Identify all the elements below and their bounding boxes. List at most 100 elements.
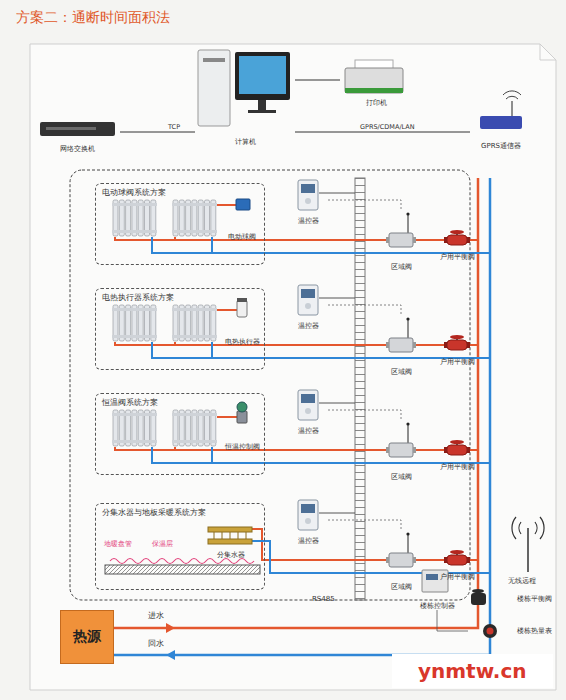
pc-drive [203,58,225,62]
rs485-bus [355,178,365,600]
actuator-cap [237,298,247,302]
manifold-loop [214,532,246,539]
building-controller: 楼栋控制器 [412,566,462,610]
supply-branch [115,447,478,450]
node-label: 电热执行器 [225,338,260,346]
flow-arrow [166,650,175,660]
node-label: 温控器 [298,217,319,225]
thermostatic-valve: 恒温控制阀 [218,407,266,451]
zone-valve: 区域阀 [380,314,422,376]
connector [328,305,401,314]
thermostat-icon [298,285,318,315]
balance-valve-icon [444,440,470,455]
radiator [172,200,217,236]
note-label: RS485 [312,596,335,604]
node-label: 计算机 [235,138,256,146]
connector [422,344,428,346]
node-label: 区域阀 [391,263,412,271]
floor-slab [105,565,260,574]
node-label: 电动球阀 [228,233,256,241]
radiator [172,305,217,341]
thermostat-icon [298,390,318,420]
radiator [112,305,157,341]
node-label: 户用平衡阀 [440,573,475,581]
connector [422,449,428,451]
floor-loop [112,390,490,463]
scheme-box: 恒温阀系统方案恒温控制阀 [95,393,265,475]
connector [422,559,428,561]
heat-source: 热源 [60,610,114,664]
building-boundary [70,170,470,600]
connector [328,200,401,209]
thermostat: 温控器 [288,385,328,435]
node-label: 户用平衡阀 [440,253,475,261]
switch-ports [46,127,96,130]
node-label: 户用平衡阀 [440,463,475,471]
router-icon [480,116,522,129]
computer: 计算机 [195,46,295,146]
supply-branch [217,309,237,311]
node-label: 分集水器 [217,551,245,559]
sheet-frame [30,44,556,690]
node-label: 温控器 [298,427,319,435]
meter-dial [487,628,494,635]
note-label: 进水 [148,612,164,621]
node-label: 恒温控制阀 [225,443,260,451]
electric-actuator-icon [237,300,247,317]
bus-wire [319,298,355,299]
signal-arc [503,91,521,99]
balance-valve: 户用平衡阀 [428,429,486,471]
zone-valve-icon [386,317,416,352]
printer-stripe [345,88,403,93]
thermostat-icon [298,500,318,530]
manifold-bar [208,539,252,544]
monitor-screen [239,56,286,94]
node-label: 楼栋平衡阀 [517,594,552,604]
radiator [112,200,157,236]
heat-meter-icon [483,624,497,638]
scheme-box: 电热执行器系统方案电热执行器 [95,288,265,370]
network-switch: 网络交换机 [35,115,120,153]
note-label: 地暖盘管 [104,541,132,548]
manifold-bar [208,527,252,532]
connector [328,410,401,419]
connector [295,80,340,81]
watermark: ynmtw.cn [392,654,553,688]
node-label: GPRS通信器 [481,142,521,150]
gprs-router: GPRS通信器 [470,95,532,150]
connector [295,132,470,133]
node-label: 区域阀 [391,583,412,591]
balance-valve: 户用平衡阀 [428,219,486,261]
supply-branch [217,416,237,418]
return-pipe [114,178,490,655]
supply-branch [217,204,236,206]
node-label: 楼栋热量表 [517,626,552,636]
return-branch [252,541,490,573]
balance-valve-icon [444,335,470,350]
node-label: 户用平衡阀 [440,358,475,366]
valve-wheel [472,589,484,593]
zone-valve-icon [386,422,416,457]
zone-valve-icon [386,212,416,247]
zone-valve: 区域阀 [380,419,422,481]
node-label: 打印机 [366,99,387,107]
balance-valve-icon [444,230,470,245]
controller-screen [426,574,438,580]
node-label: 恒温阀系统方案 [102,398,158,408]
note-label: 保温层 [152,541,173,548]
node-label: 网络交换机 [60,145,95,153]
scheme-box: 电动球阀系统方案电动球阀 [95,183,265,265]
monitor [235,52,290,100]
radiator [172,410,217,446]
floor-loop [112,180,490,253]
node-label: 分集水器与地板采暖系统方案 [102,508,206,518]
wireless-mast [527,528,529,572]
monitor-stand [258,100,266,110]
connector-label: GPRS/CDMA/LAN [360,123,415,131]
flow-arrow [166,623,175,633]
electric-ball-valve: 电动球阀 [218,197,266,241]
router-antenna [512,101,513,116]
